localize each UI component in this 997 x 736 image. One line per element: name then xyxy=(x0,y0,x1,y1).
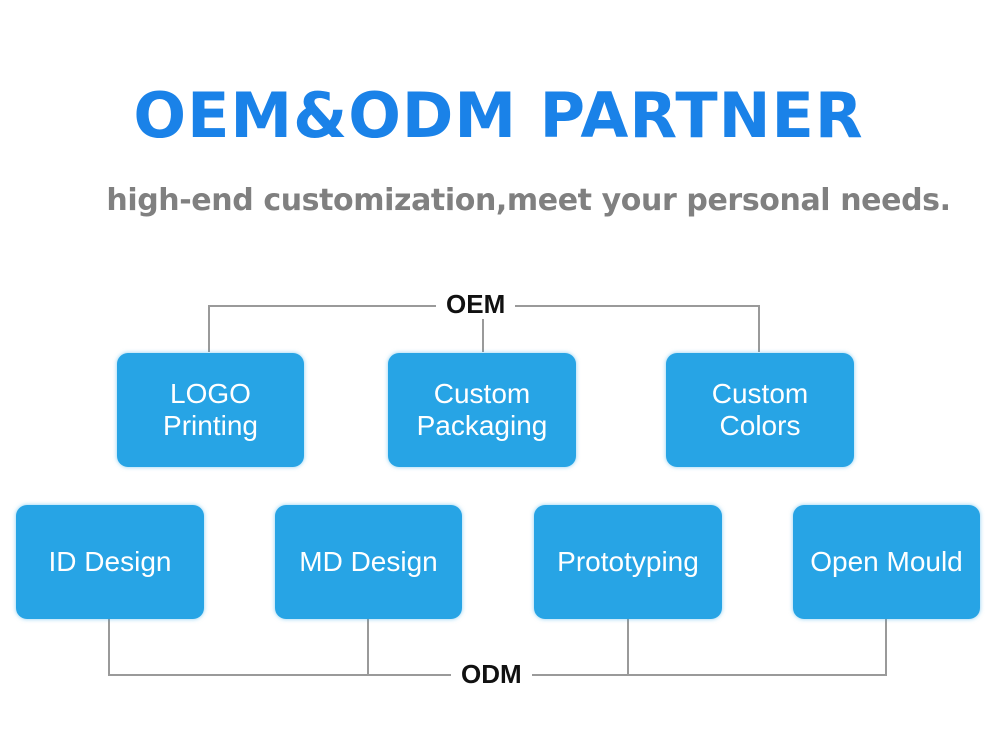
oem-box-custom-colors: Custom Colors xyxy=(666,353,854,467)
page-title: OEM&ODM PARTNER xyxy=(133,79,864,152)
page-subtitle: high-end customization,meet your persona… xyxy=(106,183,951,218)
odm-box-md-design: MD Design xyxy=(275,505,462,619)
oem-box-label: Custom Colors xyxy=(711,378,809,441)
odm-box-id-design: ID Design xyxy=(16,505,204,619)
odm-box-label: MD Design xyxy=(299,546,438,577)
oem-label: OEM xyxy=(436,289,516,319)
odm-box-label: Prototyping xyxy=(557,546,699,577)
oem-box-label: LOGO Printing xyxy=(163,378,258,441)
odm-box-prototyping: Prototyping xyxy=(534,505,722,619)
odm-box-label: ID Design xyxy=(48,546,172,577)
odm-box-open-mould: Open Mould xyxy=(793,505,980,619)
odm-box-label: Open Mould xyxy=(810,546,963,577)
odm-label: ODM xyxy=(451,659,532,689)
oem-box-logo-printing: LOGO Printing xyxy=(117,353,304,467)
oem-box-custom-packaging: Custom Packaging xyxy=(388,353,576,467)
oem-box-label: Custom Packaging xyxy=(416,378,548,441)
